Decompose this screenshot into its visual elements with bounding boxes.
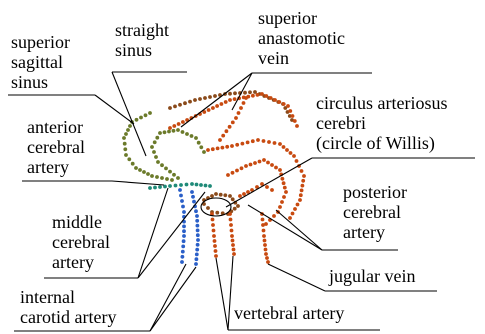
label-line: superior [258, 8, 345, 28]
vertebral-artery-leader-1 [216, 258, 228, 330]
label-line: cerebri [316, 113, 447, 133]
label-line: artery [343, 222, 407, 242]
label-vertebral-artery: vertebral artery [234, 303, 344, 323]
label-internal-carotid-artery: internal carotid artery [20, 287, 116, 327]
label-line: straight [115, 20, 169, 40]
label-superior-anastomotic-vein: superior anastomotic vein [258, 8, 345, 68]
label-line: circulus arteriosus [316, 93, 447, 113]
posterior-cerebral-artery-leader-2 [276, 210, 322, 250]
label-posterior-cerebral-artery: posterior cerebral artery [343, 182, 407, 242]
middle-cerebral-artery-leader-1 [138, 188, 168, 278]
label-middle-cerebral-artery: middle cerebral artery [52, 212, 110, 272]
straight-sinus-leader [112, 72, 146, 156]
jugular-vein-leader [268, 264, 325, 291]
label-line: artery [27, 157, 85, 177]
internal-carotid-artery-leader-1 [150, 264, 186, 331]
label-line: carotid artery [20, 307, 116, 327]
label-line: vein [258, 48, 345, 68]
label-line: (circle of Willis) [316, 133, 447, 153]
label-line: cerebral [52, 232, 110, 252]
label-line: internal [20, 287, 116, 307]
label-circulus-arteriosus: circulus arteriosus cerebri (circle of W… [316, 93, 447, 153]
circulus-arteriosus-leader [226, 158, 312, 207]
middle-cerebral-artery-leader-2 [138, 192, 205, 278]
label-line: cerebral [343, 202, 407, 222]
superior-anastomotic-vein-leader-2 [232, 73, 252, 110]
label-line: cerebral [27, 137, 85, 157]
label-line: superior [11, 32, 70, 52]
label-jugular-vein: jugular vein [329, 266, 415, 286]
label-line: middle [52, 212, 110, 232]
label-line: artery [52, 252, 110, 272]
label-line: sagittal [11, 52, 70, 72]
label-straight-sinus: straight sinus [115, 20, 169, 60]
label-line: jugular vein [329, 266, 415, 286]
label-line: posterior [343, 182, 407, 202]
superior-sagittal-sinus-leader [95, 95, 134, 124]
internal-carotid-artery-leader-2 [150, 267, 196, 331]
vertebral-artery-leader-2 [228, 256, 233, 330]
anterior-cerebral-artery-leader [112, 181, 164, 185]
label-line: sinus [11, 72, 70, 92]
label-line: anastomotic [258, 28, 345, 48]
label-line: anterior [27, 117, 85, 137]
label-line: sinus [115, 40, 169, 60]
label-line: vertebral artery [234, 303, 344, 323]
superior-anastomotic-vein-leader-1 [181, 73, 252, 127]
label-anterior-cerebral-artery: anterior cerebral artery [27, 117, 85, 177]
posterior-cerebral-artery-leader-1 [248, 205, 322, 250]
label-superior-sagittal-sinus: superior sagittal sinus [11, 32, 70, 92]
